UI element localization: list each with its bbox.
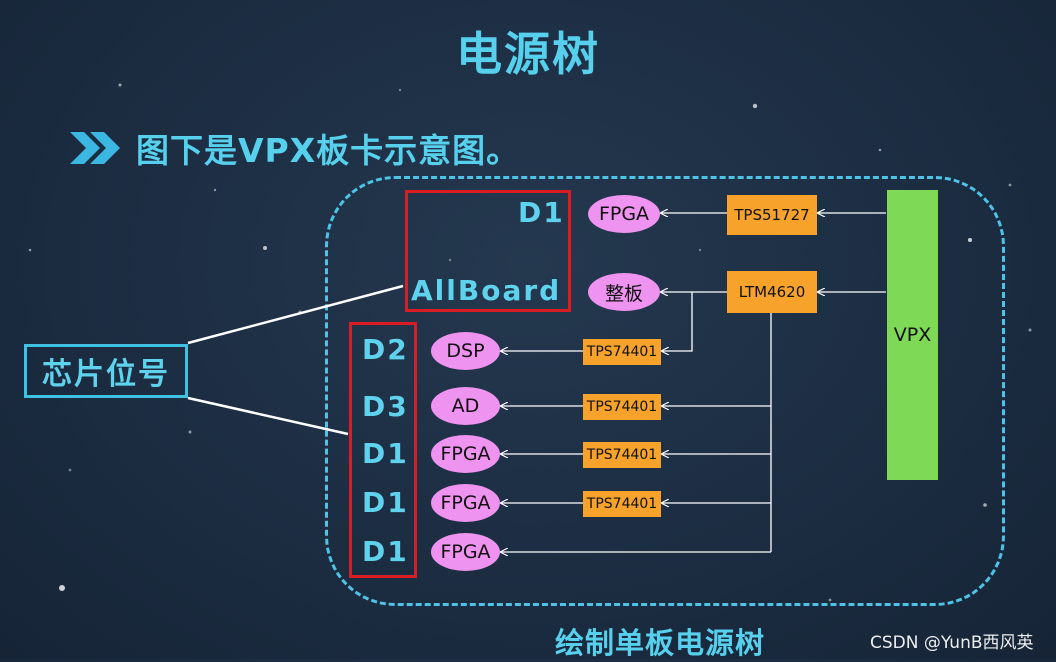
board-frame — [325, 176, 1005, 606]
load-fpga-3: FPGA — [431, 533, 500, 571]
load-fpga-1: FPGA — [431, 435, 500, 473]
chip-list-box — [349, 322, 417, 578]
chip-connector-top — [187, 284, 404, 345]
chip-connector-bottom — [187, 396, 349, 436]
chip-designator-box: 芯片位号 — [24, 344, 188, 398]
chip-label-d1-c: D1 — [362, 535, 409, 568]
load-whole-board: 整板 — [588, 273, 660, 311]
regulator-tps74401-ad: TPS74401 — [583, 394, 661, 420]
regulator-tps74401-dsp: TPS74401 — [583, 339, 661, 365]
diagram-caption: 绘制单板电源树 — [555, 626, 766, 660]
load-dsp: DSP — [431, 332, 500, 370]
load-fpga-2: FPGA — [431, 484, 500, 522]
allboard-box — [405, 190, 571, 312]
chip-label-d1-a: D1 — [362, 437, 409, 470]
top-d1-label: D1 — [518, 196, 565, 229]
regulator-tps74401-fpga1: TPS74401 — [583, 442, 661, 468]
regulator-tps51727: TPS51727 — [727, 195, 817, 235]
chip-label-d3: D3 — [362, 390, 409, 423]
double-chevron-icon — [70, 132, 120, 164]
subtitle-row: 图下是VPX板卡示意图。 — [70, 124, 520, 172]
subtitle-text: 图下是VPX板卡示意图。 — [136, 131, 521, 170]
chip-label-d1-b: D1 — [362, 486, 409, 519]
regulator-ltm4620: LTM4620 — [727, 271, 817, 313]
regulator-tps74401-fpga2: TPS74401 — [583, 491, 661, 517]
chip-label-d2: D2 — [362, 333, 409, 366]
vpx-power-source: VPX — [887, 190, 938, 480]
allboard-label: AllBoard — [411, 274, 562, 307]
watermark: CSDN @YunB西风英 — [870, 633, 1034, 653]
load-ad: AD — [431, 387, 500, 425]
load-fpga-top: FPGA — [588, 195, 660, 233]
page-title: 电源树 — [456, 27, 600, 81]
